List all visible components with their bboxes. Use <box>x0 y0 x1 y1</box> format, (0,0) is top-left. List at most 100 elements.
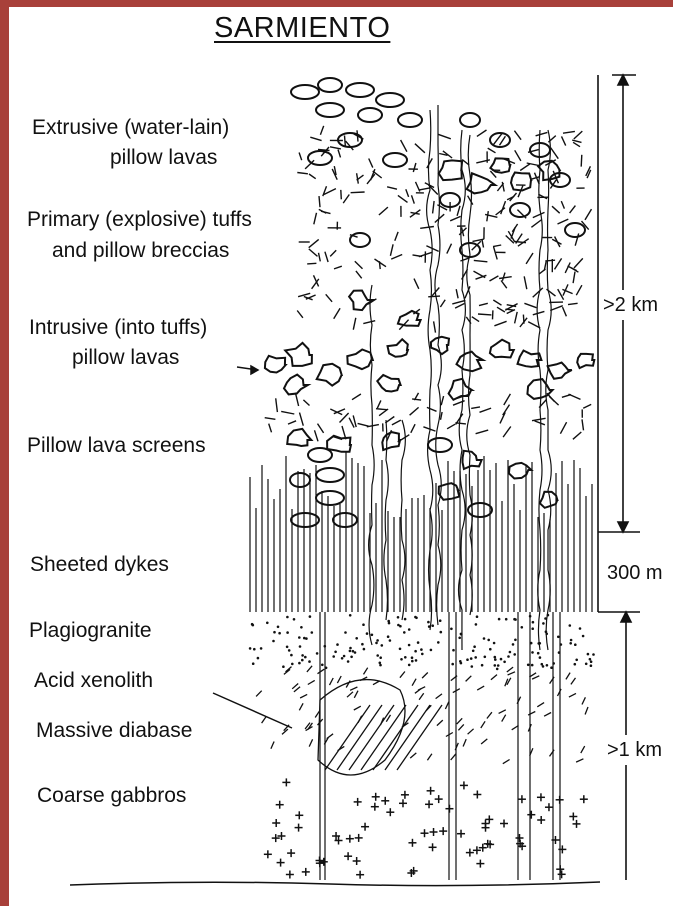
tuff-tick <box>398 195 408 202</box>
plagiogranite-dot <box>389 639 392 642</box>
plagiogranite-dot <box>253 648 256 651</box>
diabase-dash <box>466 676 472 682</box>
tuff-tick <box>357 173 359 183</box>
diabase-dash <box>400 672 405 678</box>
sheeted-dykes-layer <box>250 105 592 880</box>
tuff-tick <box>309 249 318 257</box>
tuff-tick <box>376 409 387 410</box>
plagiogranite-dot <box>361 643 364 646</box>
diabase-dash <box>318 669 325 674</box>
plagiogranite-dot <box>343 655 346 658</box>
plagiogranite-dot <box>379 662 382 665</box>
plagiogranite-dot <box>355 637 358 640</box>
diabase-dash <box>569 693 576 697</box>
plagiogranite-dot <box>252 662 255 665</box>
pillow-ellipse <box>316 491 344 505</box>
plagiogranite-dot <box>290 654 293 657</box>
intrusive-pillow <box>317 364 342 386</box>
label-dykes: Sheeted dykes <box>30 552 169 578</box>
plagiogranite-dot <box>399 625 402 628</box>
intrusive-pillow <box>490 340 514 358</box>
plagiogranite-dot <box>388 622 391 625</box>
plagiogranite-dot <box>421 653 424 656</box>
tuff-tick <box>450 216 460 220</box>
plagiogranite-dot <box>347 660 350 663</box>
tuff-tick <box>532 418 546 420</box>
plagiogranite-dot <box>286 646 289 649</box>
diabase-dash <box>308 680 315 684</box>
plagiogranite-dot <box>379 664 382 667</box>
xenolith-hatch <box>325 705 370 770</box>
intrusive-pillow <box>327 436 351 452</box>
label-plagiogranite: Plagiogranite <box>29 618 152 644</box>
diabase-dash <box>585 707 588 715</box>
tuff-tick <box>419 188 430 190</box>
scale-lower-label: >1 km <box>607 739 662 762</box>
diabase-dash <box>419 693 424 700</box>
tuff-tick <box>482 240 484 248</box>
tuff-tick <box>585 209 592 220</box>
diabase-dash <box>463 739 466 746</box>
plagiogranite-dot <box>408 628 411 631</box>
plagiogranite-dot <box>590 664 593 667</box>
tuff-tick <box>428 296 440 297</box>
diabase-dash <box>299 703 303 710</box>
plagiogranite-dot <box>500 658 503 661</box>
plagiogranite-dot <box>546 664 549 667</box>
tuff-tick <box>297 311 303 318</box>
plagiogranite-dot <box>257 657 260 660</box>
plagiogranite-dot <box>494 664 497 667</box>
tuff-tick <box>456 289 458 298</box>
pillow-ellipse <box>291 85 319 99</box>
plagiogranite-dot <box>471 665 474 668</box>
tuff-tick <box>377 400 381 408</box>
tuff-tick <box>493 245 501 247</box>
plagiogranite-dot <box>301 659 304 662</box>
tuff-tick <box>504 394 511 405</box>
plagiogranite-dot <box>545 630 548 633</box>
plagiogranite-dot <box>451 663 454 666</box>
tuff-tick <box>558 289 564 300</box>
tuff-tick <box>501 281 507 289</box>
plagiogranite-dot <box>366 632 369 635</box>
tuff-tick <box>411 424 415 433</box>
diabase-dash <box>415 689 421 694</box>
tuff-tick <box>310 137 321 140</box>
diabase-dash <box>502 715 506 722</box>
diagram-title: SARMIENTO <box>214 12 390 45</box>
tuff-tick <box>480 408 492 412</box>
diabase-dash <box>354 691 358 698</box>
tuff-tick <box>474 260 488 261</box>
plagiogranite-dot <box>575 659 578 662</box>
tuff-tick <box>341 190 342 199</box>
tuff-tick <box>299 153 302 161</box>
tuff-tick <box>346 141 354 150</box>
plagiogranite-dot <box>466 658 469 661</box>
plagiogranite-dot <box>547 614 550 617</box>
tuff-tick <box>582 419 584 430</box>
tuff-tick <box>343 195 349 204</box>
plagiogranite-dot <box>560 643 563 646</box>
tuff-tick <box>550 306 563 311</box>
diabase-dash <box>309 739 312 746</box>
diabase-dash <box>468 729 474 734</box>
tuff-tick <box>561 201 564 209</box>
plagiogranite-dot <box>513 618 516 621</box>
feeder-dyke <box>467 135 473 615</box>
plagiogranite-dot <box>349 614 352 617</box>
tuff-tick <box>330 250 336 256</box>
pillow-ellipse <box>565 223 585 237</box>
tuff-tick <box>524 303 536 307</box>
tuff-tick <box>511 227 515 238</box>
plagiogranite-dot <box>552 662 555 665</box>
tuff-tick <box>413 255 423 257</box>
label-xenolith: Acid xenolith <box>34 668 153 694</box>
plagiogranite-dot <box>489 648 492 651</box>
arrow-head-bottom <box>618 522 628 532</box>
intrusive-pillow <box>284 375 308 395</box>
plagiogranite-dot <box>344 631 347 634</box>
label-diabase: Massive diabase <box>36 718 192 744</box>
plagiogranite-dot <box>574 663 577 666</box>
tuff-tick <box>392 420 401 425</box>
tuff-tick <box>490 276 499 281</box>
